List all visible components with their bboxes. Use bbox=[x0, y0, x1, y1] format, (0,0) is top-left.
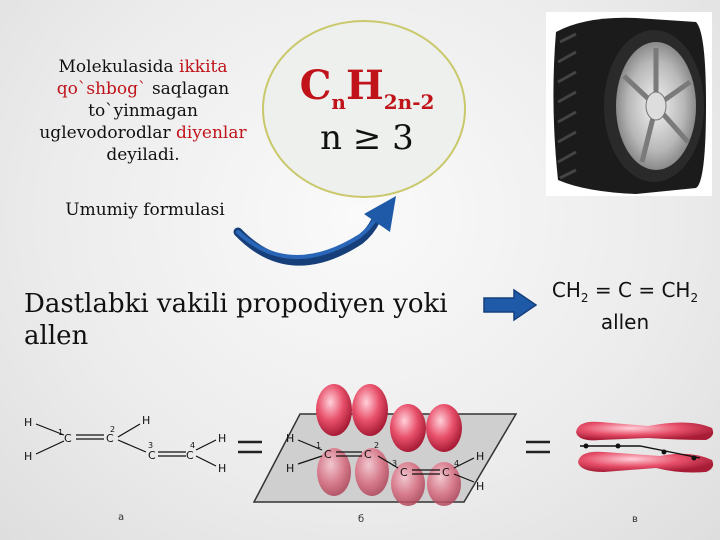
structure-b: H H C 1 C 2 C 3 C 4 H H б bbox=[252, 384, 518, 525]
atom-h: H bbox=[218, 462, 226, 475]
structure-v: в bbox=[576, 421, 714, 525]
tire-drawing bbox=[546, 12, 712, 196]
equals-sign bbox=[238, 440, 262, 454]
formula-carbon: C bbox=[299, 62, 332, 109]
atom-h: H bbox=[476, 450, 484, 463]
caption-b: б bbox=[358, 514, 364, 525]
atom-h: H bbox=[286, 462, 294, 475]
curved-arrow-icon bbox=[233, 196, 396, 266]
atom-c: C bbox=[442, 466, 450, 479]
equals-sign bbox=[526, 440, 550, 454]
definition-highlight-double-bonds: ikkita qo`shbog` bbox=[56, 57, 228, 99]
atom-c: C bbox=[324, 448, 332, 461]
atom-number: 2 bbox=[374, 441, 379, 450]
first-representative-text: Dastlabki vakili propodiyen yoki allen bbox=[24, 289, 448, 351]
atom-c: C bbox=[148, 449, 156, 462]
formula-hydrogen: H bbox=[345, 62, 384, 109]
atom-number: 1 bbox=[58, 428, 63, 437]
atom-h: H bbox=[286, 432, 294, 445]
atom-c: C bbox=[400, 466, 408, 479]
allen-name: allen bbox=[600, 310, 650, 334]
atom-number: 3 bbox=[148, 441, 153, 450]
allen-sub-left: 2 bbox=[580, 291, 589, 305]
atom-h: H bbox=[24, 416, 32, 429]
definition-highlight-dienes: diyenlar bbox=[176, 123, 247, 143]
definition-text: Molekulasida ikkita qo`shbog` saqlagan t… bbox=[28, 56, 258, 166]
allen-sub-right: 2 bbox=[690, 291, 699, 305]
atom-h: H bbox=[142, 414, 150, 427]
atom-h: H bbox=[476, 480, 484, 493]
definition-part3: deyiladi. bbox=[106, 145, 180, 165]
allen-ch-right: CH bbox=[661, 278, 691, 302]
definition-part2: saqlagan to`yinmagan uglevodorodlar bbox=[39, 79, 230, 143]
atom-number: 3 bbox=[392, 459, 397, 468]
atom-h: H bbox=[24, 450, 32, 463]
atom-number: 4 bbox=[454, 459, 459, 468]
atom-number: 4 bbox=[190, 441, 195, 450]
caption-a: a bbox=[118, 512, 124, 523]
atom-c: C bbox=[364, 448, 372, 461]
atom-c: C bbox=[186, 449, 194, 462]
atom-c: C bbox=[64, 432, 72, 445]
allen-middle: = C = bbox=[588, 278, 662, 302]
allen-ch-left: CH bbox=[551, 278, 581, 302]
structure-a: H H C 1 C 2 H C 3 C 4 H H a bbox=[24, 414, 226, 523]
allene-orbital-diagram: H H C 1 C 2 H C 3 C 4 H H a bbox=[24, 384, 714, 525]
tire-image bbox=[546, 12, 712, 196]
right-arrow-icon bbox=[483, 288, 538, 322]
atom-h: H bbox=[218, 432, 226, 445]
formula-ellipse bbox=[262, 20, 466, 198]
formula-condition: n ≥ 3 bbox=[320, 118, 414, 158]
allen-formula: CH2 = C = CH2 bbox=[540, 278, 710, 305]
atom-number: 2 bbox=[110, 425, 115, 434]
definition-part1: Molekulasida bbox=[58, 57, 180, 77]
general-formula: CnH2n-2 bbox=[262, 64, 472, 124]
formula-label: Umumiy formulasi bbox=[65, 200, 225, 220]
atom-number: 1 bbox=[316, 441, 321, 450]
caption-v: в bbox=[632, 514, 638, 525]
formula-carbon-sub: n bbox=[331, 90, 346, 114]
formula-hydrogen-sub: 2n-2 bbox=[383, 90, 435, 114]
atom-c: C bbox=[106, 432, 114, 445]
